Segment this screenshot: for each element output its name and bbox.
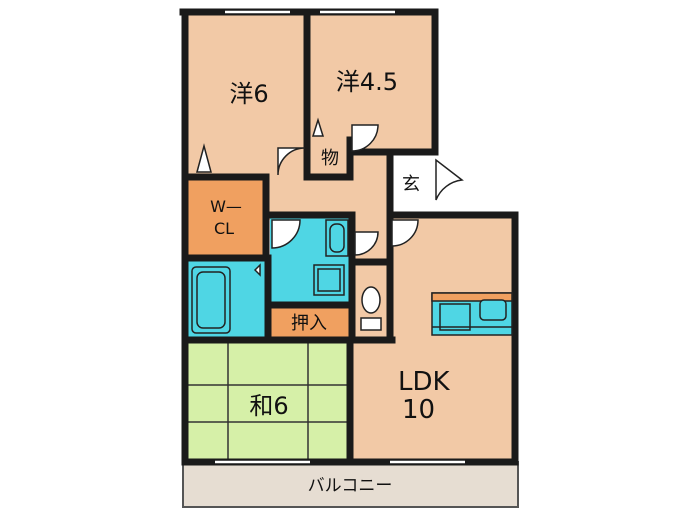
entrance-label: 玄	[402, 174, 420, 195]
bathtub	[191, 266, 231, 334]
window-frames	[215, 9, 465, 465]
closet-label: 押入	[291, 313, 327, 334]
storage-label: 物	[321, 148, 339, 169]
windows	[215, 10, 465, 464]
japanese-room-floor	[188, 340, 348, 462]
balcony-floor	[182, 461, 519, 508]
walk-in-closet-label-line2: CL	[214, 219, 234, 238]
tatami-lines	[188, 340, 348, 462]
walk-in-closet-floor	[188, 180, 266, 258]
closet-floor	[270, 305, 350, 340]
toilet	[360, 286, 382, 331]
kitchen-counter	[431, 292, 513, 336]
western-room-4-5-label: 洋4.5	[336, 68, 398, 96]
washbasin	[325, 219, 349, 257]
western-room-6-label: 洋6	[229, 80, 268, 108]
door-swings	[271, 124, 464, 256]
ldk-label-line2: 10	[402, 395, 435, 425]
washing-machine	[313, 264, 345, 296]
japanese-room-label: 和6	[249, 392, 288, 420]
balcony-label: バルコニー	[308, 476, 393, 496]
walk-in-closet-label-line1: W—	[210, 197, 242, 216]
door-triangles	[196, 117, 325, 277]
ldk-label-line1: LDK	[398, 367, 451, 397]
entrance-floor	[390, 160, 432, 215]
